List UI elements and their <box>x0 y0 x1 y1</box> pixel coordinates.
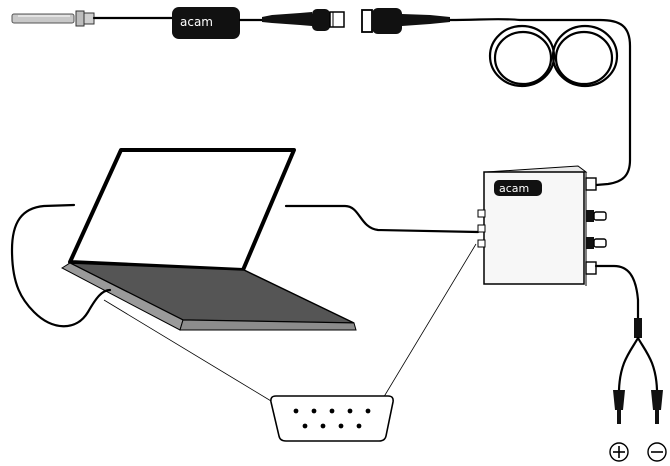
interface-box: acam <box>477 165 607 286</box>
laptop-screen <box>68 148 296 272</box>
plug-positive <box>613 390 625 424</box>
box-jack-2 <box>586 237 607 249</box>
minus-terminal-icon <box>647 442 667 462</box>
leader-line-laptop <box>103 299 277 405</box>
plus-terminal-icon <box>609 442 629 462</box>
plug-negative <box>651 390 663 424</box>
male-connector <box>262 9 345 31</box>
cable-module-label: acam <box>180 15 213 29</box>
laptop-to-box-cable <box>284 204 480 234</box>
leader-line-box <box>381 243 477 401</box>
power-cable <box>594 264 640 334</box>
laptop-side-cable <box>10 203 112 328</box>
fiber-cable <box>448 18 632 187</box>
box-label: acam <box>499 182 529 195</box>
sensor-probe <box>11 10 95 27</box>
serial-connector-icon <box>270 395 394 442</box>
cable-module: acam <box>172 7 240 39</box>
female-connector <box>361 8 450 34</box>
box-jack-1 <box>586 210 607 222</box>
laptop <box>60 148 357 331</box>
fiber-coil <box>488 24 619 88</box>
